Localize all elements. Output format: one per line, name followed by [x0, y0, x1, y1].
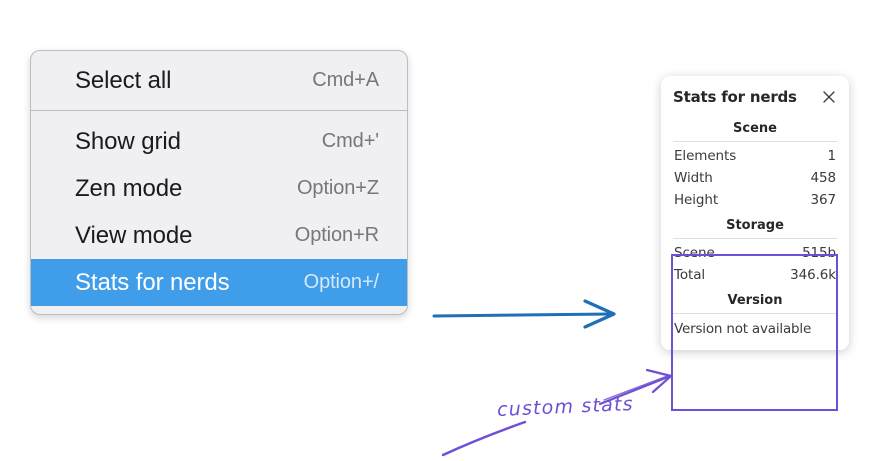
menu-item-stats-for-nerds[interactable]: Stats for nerds Option+/	[31, 259, 407, 306]
menu-item-zen-mode[interactable]: Zen mode Option+Z	[31, 165, 407, 212]
menu-item-shortcut: Cmd+'	[321, 130, 379, 152]
stat-value: 515b	[802, 245, 836, 261]
section-divider	[673, 313, 837, 314]
purple-underline-stroke	[441, 420, 527, 457]
stats-for-nerds-panel: Stats for nerds Scene Elements 1 Width 4…	[661, 76, 849, 350]
menu-item-select-all[interactable]: Select all Cmd+A	[31, 57, 407, 104]
stat-row: Height 367	[672, 189, 838, 211]
stat-key: Height	[674, 192, 719, 208]
context-menu: Select all Cmd+A Show grid Cmd+' Zen mod…	[30, 50, 408, 315]
stats-panel-title: Stats for nerds	[673, 88, 797, 106]
close-icon[interactable]	[821, 89, 837, 105]
section-heading-storage: Storage	[726, 218, 784, 233]
stat-key: Scene	[674, 245, 715, 261]
section-divider	[673, 141, 837, 142]
section-heading-scene: Scene	[733, 121, 777, 136]
stats-panel-header: Stats for nerds	[672, 86, 838, 114]
menu-item-shortcut: Cmd+A	[312, 69, 379, 91]
menu-item-view-mode[interactable]: View mode Option+R	[31, 212, 407, 259]
stat-value: 458	[810, 170, 837, 186]
stat-value: 1	[827, 148, 837, 164]
stat-key: Total	[674, 267, 706, 283]
menu-item-shortcut: Option+/	[303, 271, 379, 293]
menu-item-label: Stats for nerds	[75, 268, 230, 296]
annotation-note-text: custom stats	[496, 393, 635, 421]
stat-value: 367	[810, 192, 837, 208]
stat-key: Elements	[674, 148, 737, 164]
menu-group-view: Show grid Cmd+' Zen mode Option+Z View m…	[31, 111, 407, 306]
stat-key: Width	[674, 170, 713, 186]
section-divider	[673, 238, 837, 239]
blue-arrow-icon	[432, 299, 616, 329]
stat-row: Scene 515b	[672, 242, 838, 264]
menu-separator	[31, 110, 407, 111]
menu-item-shortcut: Option+R	[294, 224, 379, 246]
menu-item-label: Zen mode	[75, 174, 183, 202]
version-text: Version not available	[674, 321, 812, 337]
menu-group-primary: Select all Cmd+A	[31, 57, 407, 110]
stat-row: Elements 1	[672, 145, 838, 167]
stat-value: 346.6k	[790, 267, 836, 283]
section-heading-version: Version	[727, 293, 783, 308]
menu-item-label: Show grid	[75, 127, 181, 155]
menu-item-label: View mode	[75, 221, 193, 249]
menu-item-show-grid[interactable]: Show grid Cmd+'	[31, 118, 407, 165]
stat-row: Total 346.6k	[672, 264, 838, 286]
stat-row: Width 458	[672, 167, 838, 189]
menu-item-label: Select all	[75, 66, 172, 94]
menu-item-shortcut: Option+Z	[296, 177, 379, 199]
